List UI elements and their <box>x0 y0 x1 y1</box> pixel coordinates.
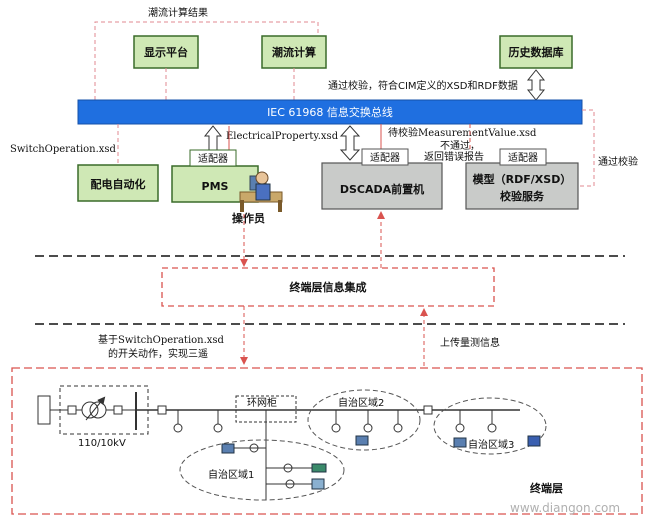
not-pass-label-2: 返回错误报告 <box>424 150 484 163</box>
model-check-box[interactable]: 模型（RDF/XSD） 校验服务 <box>465 162 579 210</box>
zone-3[interactable]: 自治区域3 <box>433 397 547 455</box>
dscada-double-arrow <box>339 125 361 161</box>
display-platform-label: 显示平台 <box>144 45 188 59</box>
switch-action-label-2: 的开关动作，实现三遥 <box>108 347 208 360</box>
switch-op-xsd-label: SwitchOperation.xsd <box>10 144 117 155</box>
feeder-switch-1 <box>157 405 167 415</box>
bus-label: IEC 61968 信息交换总线 <box>267 105 393 119</box>
zone3-label: 自治区域3 <box>468 438 514 451</box>
terminal-integration-box[interactable]: 终端层信息集成 <box>161 267 495 307</box>
iec-bus[interactable]: IEC 61968 信息交换总线 <box>77 99 583 125</box>
pms-up-arrow <box>203 125 223 151</box>
dscada-adapter-label: 适配器 <box>370 152 400 164</box>
dist-auto-label: 配电自动化 <box>91 177 146 191</box>
flow-result-loop <box>94 21 319 100</box>
zone-1[interactable]: 自治区域1 <box>179 439 345 501</box>
not-pass-label-1: 不通过， <box>440 139 480 152</box>
pms-adapter-label: 适配器 <box>198 153 228 165</box>
pms-adapter[interactable]: 适配器 <box>189 149 237 167</box>
zone2-label: 自治区域2 <box>338 396 384 409</box>
pms-label: PMS <box>202 180 229 193</box>
display-platform-box[interactable]: 显示平台 <box>133 35 199 69</box>
history-db-label: 历史数据库 <box>509 45 564 59</box>
dscada-adapter[interactable]: 适配器 <box>361 148 409 166</box>
switch-action-label-1: 基于SwitchOperation.xsd <box>98 333 225 346</box>
feeder-switch-2 <box>423 405 433 415</box>
terminal-integration-label: 终端层信息集成 <box>290 280 367 294</box>
pass-verify-loop <box>580 109 595 187</box>
verify-note: 通过校验，符合CIM定义的XSD和RDF数据 <box>328 79 518 92</box>
dscada-box[interactable]: DSCADA前置机 <box>321 162 443 210</box>
flow-calc-box[interactable]: 潮流计算 <box>261 35 327 69</box>
pending-measurement-label: 待校验MeasurementValue.xsd <box>388 126 537 139</box>
ring-cabinet[interactable]: 环网柜 <box>235 395 297 500</box>
dscada-label: DSCADA前置机 <box>340 182 424 196</box>
flow-calc-label: 潮流计算 <box>272 45 316 59</box>
model-adapter[interactable]: 适配器 <box>499 148 547 166</box>
watermark: www.diangon.com <box>510 501 620 515</box>
model-adapter-label: 适配器 <box>508 152 538 164</box>
model-check-label-2: 校验服务 <box>500 189 545 203</box>
ring-cabinet-label: 环网柜 <box>247 396 277 409</box>
upload-measure-label: 上传量测信息 <box>440 336 500 349</box>
zone1-label: 自治区域1 <box>208 468 254 481</box>
electrical-property-label: ElectricalProperty.xsd <box>226 131 339 142</box>
operator-icon <box>239 171 283 212</box>
history-db-double-arrow <box>526 69 546 101</box>
operator-label: 操作员 <box>232 211 265 225</box>
terminal-layer-label: 终端层 <box>530 481 563 495</box>
voltage-label: 110/10kV <box>78 438 126 449</box>
flow-result-label: 潮流计算结果 <box>148 6 208 19</box>
zone-2[interactable]: 自治区域2 <box>307 389 421 451</box>
history-db-box[interactable]: 历史数据库 <box>499 35 573 69</box>
model-check-label-1: 模型（RDF/XSD） <box>473 172 572 186</box>
feeder-taps <box>173 410 497 433</box>
pass-verify-label: 通过校验 <box>598 155 638 168</box>
substation <box>37 385 149 435</box>
dist-auto-box[interactable]: 配电自动化 <box>77 164 159 202</box>
